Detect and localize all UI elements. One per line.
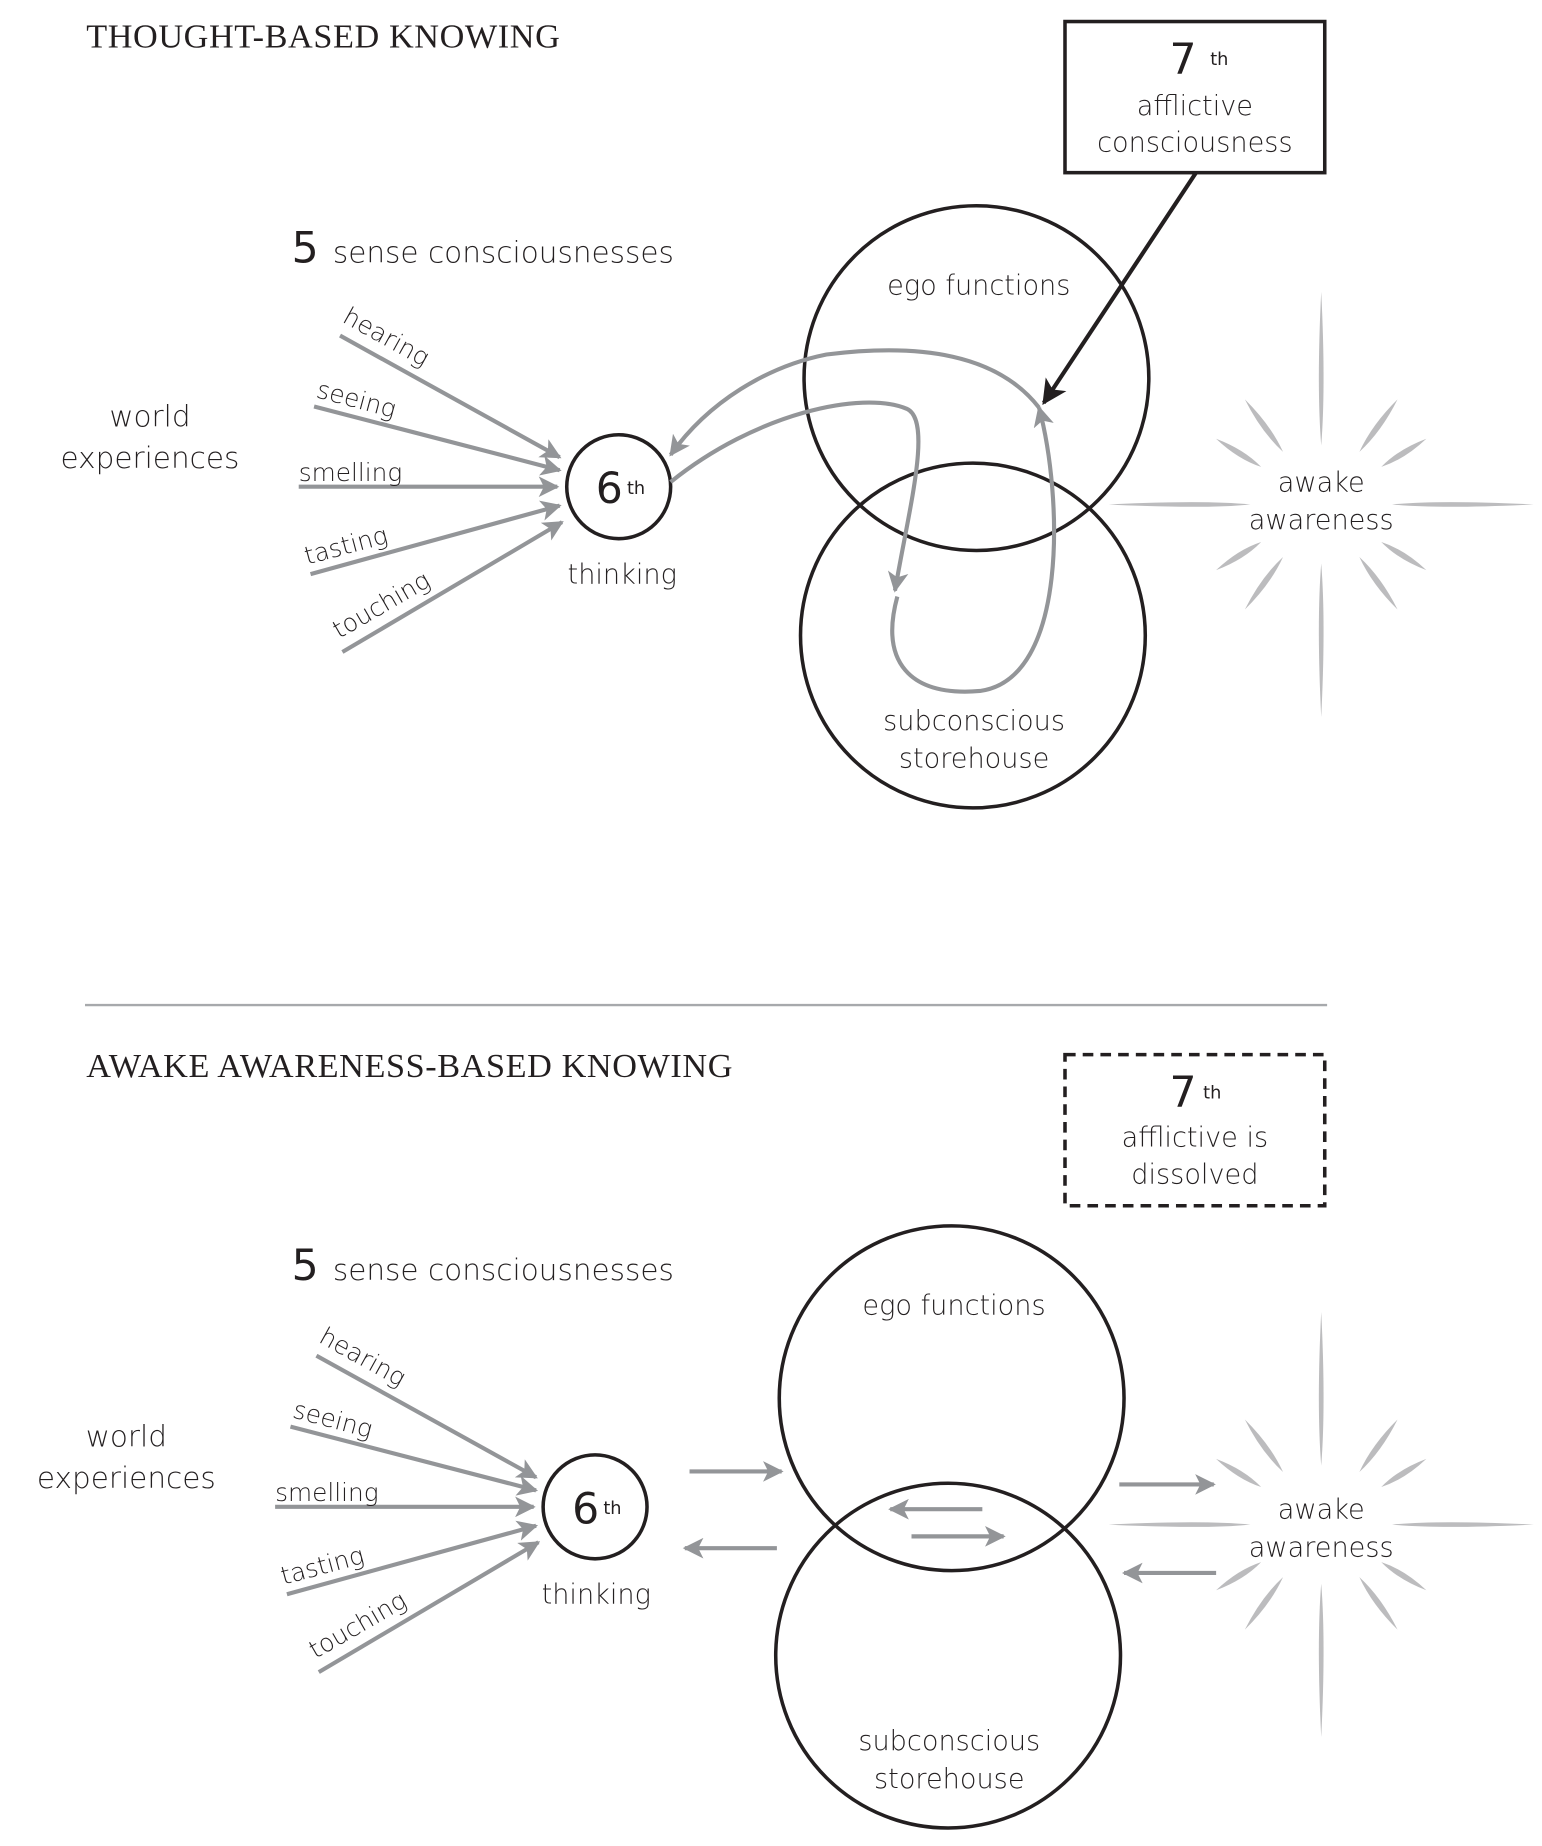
ray-se1 [1381,1562,1427,1591]
awake-label-line2: awareness [1249,1532,1394,1563]
storehouse-to-ego-arrow [890,405,1057,694]
touching-arrow [341,520,564,654]
thought-based-panel: THOUGHT-BASED KNOWING 7 th afflictive co… [61,18,1534,810]
seeing-arrow [289,1424,539,1496]
awake-label-line1: awake [1278,1495,1365,1526]
ray-nw2 [1216,1458,1262,1488]
seventh-box-frame [1063,19,1327,175]
ray-n [1318,1312,1324,1466]
ray-nw1 [1244,399,1284,452]
ray-sw2 [1244,1577,1284,1630]
seventh-label-line2: consciousness [1097,127,1292,158]
storehouse-label-line1: subconscious [883,706,1065,737]
sixth-consciousness: 6 th thinking [541,1453,651,1611]
seeing-arrow [313,404,562,476]
sixth-number: 6 [596,465,623,514]
storehouse-circle [773,1481,1123,1830]
ego-label: ego functions [862,1290,1045,1321]
ego-to-thinking-arrow [668,348,1041,457]
senses-number: 5 [292,1242,319,1291]
seventh-number: 7 [1170,1069,1197,1118]
ray-ne2 [1381,1458,1427,1488]
ray-se2 [1359,1577,1398,1630]
ray-se1 [1381,541,1427,571]
dissolved-label-line2: dissolved [1131,1159,1258,1190]
tasting-arrow [309,500,562,577]
awake-awareness-starburst: awake awareness [1108,291,1534,717]
thinking-to-storehouse-arrow [669,400,921,593]
ray-w [1108,502,1251,507]
sense-arrows [298,333,564,654]
senses-header: 5 sense consciousnesses [292,224,674,273]
sixth-suffix: th [603,1499,621,1519]
awake-label-line2: awareness [1249,505,1394,536]
ego-circle [802,203,1151,553]
starburst-rays [1108,1312,1534,1738]
sense-label-smelling: smelling [299,458,403,487]
ray-w [1108,1522,1251,1527]
awake-awareness-panel: AWAKE AWARENESS-BASED KNOWING 7 th affli… [37,1047,1534,1830]
ray-se2 [1359,556,1398,610]
hearing-arrow [315,1353,538,1480]
ray-n [1318,291,1324,446]
seventh-suffix: th [1210,50,1228,70]
ego-label: ego functions [887,270,1070,301]
seventh-suffix: th [1203,1083,1221,1103]
panel-title: THOUGHT-BASED KNOWING [86,18,560,56]
ray-e [1392,1522,1534,1527]
sixth-number: 6 [572,1485,599,1534]
ego-circle [777,1224,1126,1573]
seventh-consciousness-box: 7 th afflictive consciousness [1063,19,1327,175]
sense-label-smelling: smelling [275,1478,379,1507]
sixth-circle [541,1453,649,1561]
dissolved-box-frame [1063,1052,1327,1208]
senses-number: 5 [292,224,319,273]
starburst-rays [1108,291,1534,717]
ray-sw2 [1244,556,1284,610]
world-label-line1: world [109,400,190,434]
ray-e [1392,502,1534,507]
tasting-arrow [286,1520,539,1597]
world-label-line2: experiences [61,441,240,475]
awake-awareness-starburst: awake awareness [1108,1312,1534,1738]
panel-title: AWAKE AWARENESS-BASED KNOWING [86,1047,733,1085]
touching-arrow [317,1540,541,1674]
flow-arrows [682,1461,1217,1584]
world-label-line2: experiences [37,1461,216,1495]
afflictive-influence-arrow [1042,171,1198,405]
ray-nw1 [1244,1419,1284,1473]
hearing-arrow [339,333,562,460]
ray-s [1318,1583,1324,1738]
storehouse-label-line2: storehouse [874,1764,1025,1795]
storehouse-circle [798,461,1148,810]
awake-label-line1: awake [1278,467,1365,498]
seventh-number: 7 [1170,35,1197,84]
ray-sw1 [1216,541,1262,571]
senses-header-text: sense consciousnesses [333,1253,674,1287]
sixth-consciousness: 6 th thinking [564,433,677,591]
ray-ne1 [1359,399,1398,452]
sixth-suffix: th [627,479,645,499]
thinking-label: thinking [542,1580,651,1611]
dissolved-label-line1: afflictive is [1122,1123,1269,1154]
ray-nw2 [1216,438,1262,467]
dissolved-seventh-box: 7 th afflictive is dissolved [1063,1052,1327,1208]
sense-arrows [275,1353,541,1674]
seventh-label-line1: afflictive [1137,91,1253,122]
ray-ne1 [1359,1419,1398,1473]
storehouse-label-line1: subconscious [858,1726,1040,1757]
senses-header: 5 sense consciousnesses [292,1242,674,1291]
senses-header-text: sense consciousnesses [333,235,674,269]
sixth-circle [564,433,673,541]
world-label-line1: world [86,1420,167,1454]
storehouse-label-line2: storehouse [899,744,1049,775]
ray-ne2 [1381,438,1427,467]
ray-s [1318,563,1324,717]
thinking-label: thinking [568,560,677,591]
ray-sw1 [1216,1562,1262,1591]
